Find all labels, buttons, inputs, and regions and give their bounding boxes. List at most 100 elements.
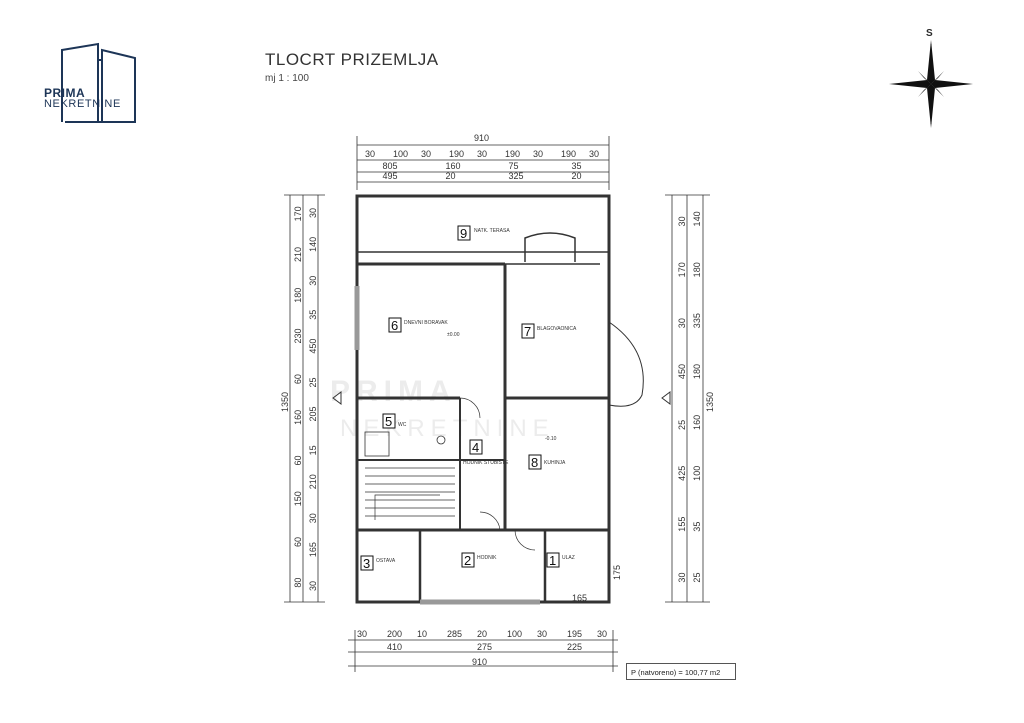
dimension-value: 210 (308, 474, 318, 489)
brand-logo: PRIMA NEKRETNINE (40, 40, 140, 130)
dimension-value: 30 (421, 149, 431, 159)
room-label-3: OSTAVA (376, 558, 396, 564)
dimension-value: 140 (692, 211, 702, 226)
dim-bottom-extra: 165 (572, 593, 587, 603)
dim-right-overall: 1350 (705, 392, 715, 412)
dimension-value: 35 (692, 522, 702, 532)
dimension-value: 15 (308, 445, 318, 455)
dimension-value: 10 (417, 629, 427, 639)
dim-top-overall: 910 (474, 133, 489, 143)
dimension-value: 60 (293, 537, 303, 547)
compass-label: S (926, 28, 933, 39)
room-number-5: 5 (385, 414, 392, 429)
dim-bottom-overall: 910 (472, 657, 487, 667)
dimension-value: 30 (597, 629, 607, 639)
dimension-value: 80 (293, 578, 303, 588)
room-label-2: HODNIK (477, 555, 497, 561)
dimension-value: 30 (677, 318, 687, 328)
logo-mark-icon (61, 42, 136, 123)
room-number-9: 9 (460, 226, 467, 241)
dimension-value: 100 (692, 466, 702, 481)
dimension-value: 205 (308, 406, 318, 421)
dimension-value: 30 (357, 629, 367, 639)
room-label-4: HODNIK STUBIŠTE (463, 459, 509, 466)
dim-right-extra: 175 (612, 565, 622, 580)
scale-label: mj 1 : 100 (265, 73, 309, 84)
room-label-6: DNEVNI BORAVAK (404, 320, 448, 326)
dimension-value: 155 (677, 517, 687, 532)
dimension-value: 30 (677, 216, 687, 226)
brand-name-line2: NEKRETNINE (44, 98, 121, 110)
area-label: P (natvoreno) = 100,77 m2 (626, 663, 736, 680)
level-mark-room6: ±0.00 (447, 332, 460, 338)
dimension-value: 180 (692, 364, 702, 379)
dimension-value: 180 (293, 288, 303, 303)
dimension-value: 100 (393, 149, 408, 159)
room-number-7: 7 (524, 324, 531, 339)
compass-rose: S (886, 28, 976, 130)
dimension-value: 160 (446, 161, 461, 171)
room-label-5: WC (398, 422, 407, 428)
dimension-value: 35 (572, 161, 582, 171)
dimension-value: 25 (677, 420, 687, 430)
room-label-7: BLAGOVAONICA (537, 326, 577, 332)
dimension-value: 30 (308, 208, 318, 218)
level-mark-room8: -0.10 (545, 436, 557, 442)
room-labels: 9 NATK. TERASA 6 DNEVNI BORAVAK 7 BLAGOV… (360, 225, 577, 571)
dimension-value: 170 (677, 262, 687, 277)
dimension-value: 30 (677, 573, 687, 583)
dimension-value: 170 (293, 206, 303, 221)
dimension-value: 285 (447, 629, 462, 639)
dimension-value: 30 (308, 276, 318, 286)
room-number-2: 2 (464, 553, 471, 568)
dimension-value: 35 (308, 310, 318, 320)
dimension-value: 425 (677, 466, 687, 481)
dimension-value: 200 (387, 629, 402, 639)
dimension-value: 230 (293, 328, 303, 343)
brand-name-line1: PRIMA (44, 86, 86, 100)
dimension-value: 180 (692, 262, 702, 277)
dimension-value: 30 (365, 149, 375, 159)
dimension-value: 25 (308, 378, 318, 388)
dimension-value: 100 (507, 629, 522, 639)
dimension-value: 225 (567, 642, 582, 652)
dimension-value: 160 (692, 415, 702, 430)
dimension-value: 805 (383, 161, 398, 171)
room-label-9: NATK. TERASA (474, 228, 510, 234)
dimension-value: 190 (449, 149, 464, 159)
dimension-value: 150 (293, 491, 303, 506)
dimension-value: 30 (533, 149, 543, 159)
room-label-1: ULAZ (562, 555, 575, 561)
room-number-8: 8 (531, 455, 538, 470)
section-marker-left (332, 391, 342, 405)
dimension-value: 160 (293, 410, 303, 425)
dimension-value: 165 (308, 542, 318, 557)
dimension-value: 190 (505, 149, 520, 159)
dimension-value: 195 (567, 629, 582, 639)
room-label-8: KUHINJA (544, 460, 566, 466)
room-number-3: 3 (363, 556, 370, 571)
dimension-value: 335 (692, 313, 702, 328)
dimension-value: 25 (692, 573, 702, 583)
room-number-1: 1 (549, 553, 556, 568)
dimension-value: 20 (477, 629, 487, 639)
watermark-line1: PRIMA (330, 375, 457, 408)
dimension-value: 60 (293, 456, 303, 466)
section-marker-right (661, 391, 671, 405)
dimension-value: 30 (537, 629, 547, 639)
page-title: TLOCRT PRIZEMLJA (265, 50, 439, 69)
compass-star-icon (889, 40, 973, 128)
dimension-value: 20 (446, 171, 456, 181)
dimension-value: 410 (387, 642, 402, 652)
dimension-value: 495 (383, 171, 398, 181)
dimension-value: 450 (308, 339, 318, 354)
dim-left-overall: 1350 (280, 392, 290, 412)
dimension-value: 30 (589, 149, 599, 159)
dimension-value: 210 (293, 247, 303, 262)
room-number-4: 4 (472, 440, 479, 455)
dimension-value: 60 (293, 374, 303, 384)
dimension-value: 20 (572, 171, 582, 181)
dimension-value: 30 (477, 149, 487, 159)
dimension-value: 30 (308, 513, 318, 523)
